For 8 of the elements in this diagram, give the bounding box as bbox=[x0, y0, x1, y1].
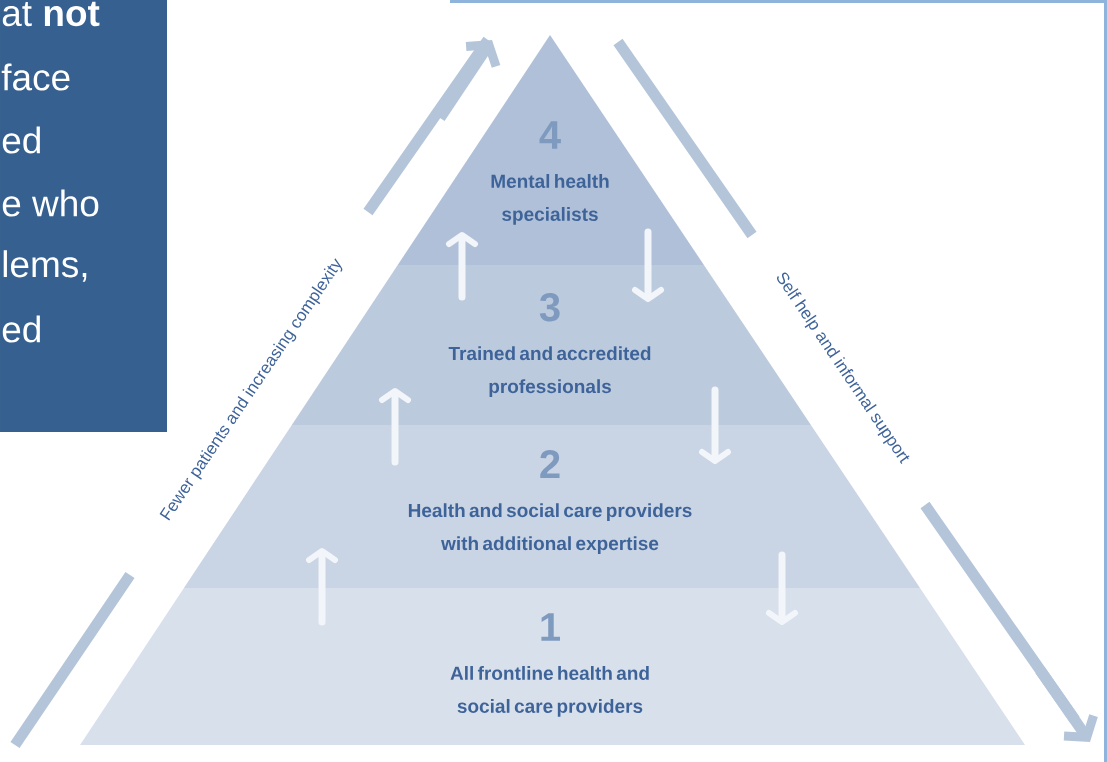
arrow bbox=[766, 551, 798, 625]
arrow bbox=[699, 386, 731, 464]
text-panel: at not face ed e who lems, ed bbox=[0, 0, 167, 432]
pyramid-tier: 1 All frontline health and social care providers bbox=[80, 588, 1025, 745]
arrow bbox=[632, 228, 664, 302]
arrow bbox=[306, 548, 338, 626]
arrow bbox=[379, 388, 411, 466]
arrow bbox=[446, 232, 478, 301]
